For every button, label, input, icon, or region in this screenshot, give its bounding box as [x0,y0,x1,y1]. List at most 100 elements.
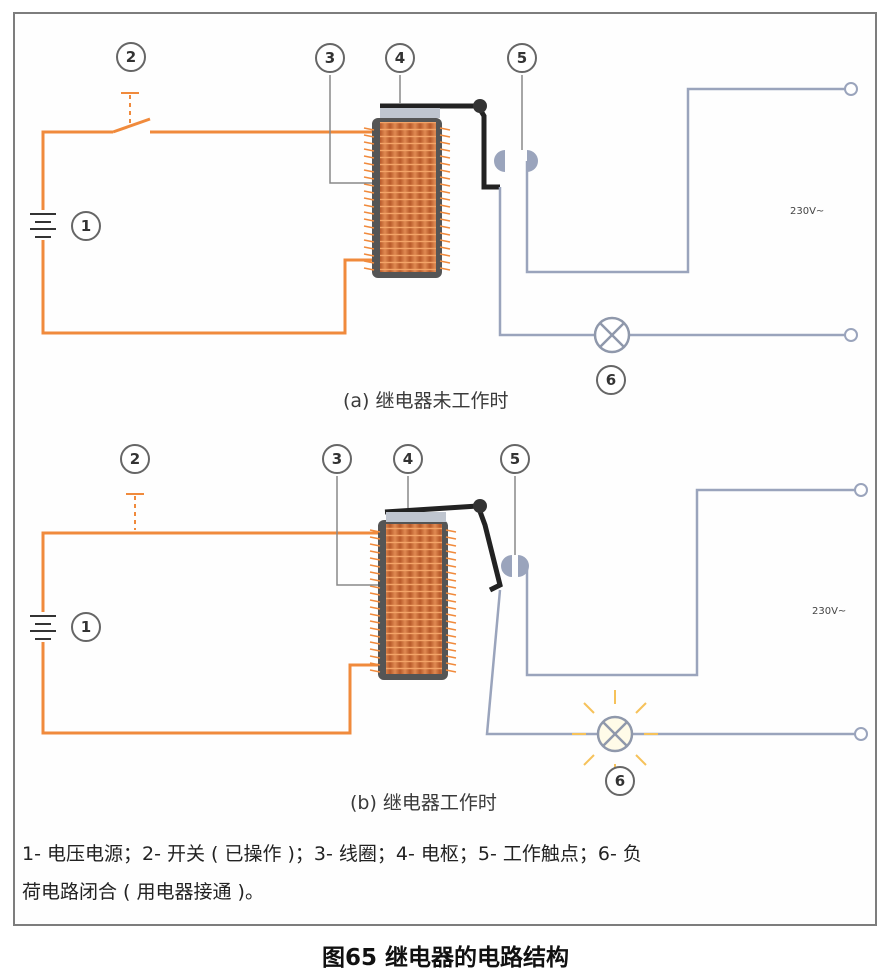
coil-turn [445,578,457,582]
svg-text:2: 2 [130,450,140,468]
marker-a-1: 1 [71,211,101,241]
svg-text:4: 4 [403,450,413,468]
coil-turn [363,127,375,131]
coil-turn [445,564,457,568]
coil-turn [445,648,457,652]
coil-turn [445,585,457,589]
coil-turn [439,239,451,243]
coil-turn [445,599,457,603]
switch-open-a [112,117,151,134]
svg-text:3: 3 [325,49,335,67]
coil-turn [363,148,375,152]
coil-turn [363,267,375,271]
coil-turn [445,529,457,533]
svg-text:1: 1 [81,618,91,636]
coil-turn [363,211,375,215]
marker-a-2: 2 [116,42,146,72]
coil-turn [439,127,451,131]
coil-turn [445,571,457,575]
load-circuit-a [498,87,845,337]
legend-line-1: 1- 电压电源；2- 开关 ( 已操作 )；3- 线圈；4- 电枢；5- 工作触… [22,843,642,865]
coil-turn [445,606,457,610]
coil-turn [445,536,457,540]
coil-turn [369,599,381,603]
caption-panel-a: (a) 继电器未工作时 [343,390,509,412]
marker-b-6: 6 [605,766,635,796]
coil-turn [369,662,381,666]
battery-a [30,213,56,238]
coil-turn [369,669,381,673]
lamp-b [596,715,634,753]
coil-turn [439,169,451,173]
coil-turn [369,585,381,589]
coil-turn [445,627,457,631]
coil-turn [363,183,375,187]
coil-turn [439,211,451,215]
voltage-label-a: 230V~ [790,206,824,217]
coil-turn [363,134,375,138]
contacts-a [494,150,538,172]
marker-a-4: 4 [385,43,415,73]
coil-turn [363,141,375,145]
coil-turn [363,218,375,222]
terminal-top-b [854,483,868,497]
coil-turn [369,613,381,617]
lamp-a [593,316,631,354]
coil-turn [439,246,451,250]
coil-turn [445,543,457,547]
coil-turn [363,232,375,236]
coil-turn [445,620,457,624]
caption-panel-b: (b) 继电器工作时 [350,792,497,814]
coil-turn [369,550,381,554]
coil-turn [445,613,457,617]
coil-turn [369,529,381,533]
coil-turn [439,253,451,257]
legend-line-2: 荷电路闭合 ( 用电器接通 )。 [22,881,264,903]
svg-text:6: 6 [615,772,625,790]
marker-b-4: 4 [393,444,423,474]
coil-turn [369,655,381,659]
voltage-label-b: 230V~ [812,606,846,617]
coil-turn [369,606,381,610]
coil-turn [445,655,457,659]
coil-turn [439,183,451,187]
coil-turn [369,543,381,547]
coil-turn [363,176,375,180]
legend: 1- 电压电源；2- 开关 ( 已操作 )；3- 线圈；4- 电枢；5- 工作触… [22,835,867,911]
marker-b-1: 1 [71,612,101,642]
battery-b [30,615,56,640]
coil-a [363,118,451,278]
coil-turn [369,648,381,652]
svg-text:1: 1 [81,217,91,235]
coil-turn [439,176,451,180]
coil-turn [363,169,375,173]
panel-a: 230V~ [30,75,858,354]
terminal-bottom-a [844,328,858,342]
coil-turn [445,550,457,554]
terminal-bottom-b [854,727,868,741]
armature-a [380,99,500,190]
coil-turn [363,197,375,201]
marker-a-3: 3 [315,43,345,73]
coil-turn [369,627,381,631]
marker-b-5: 5 [500,444,530,474]
coil-turn [439,197,451,201]
load-circuit-b [485,488,855,736]
coil-turn [439,218,451,222]
terminal-top-a [844,82,858,96]
coil-turn [369,557,381,561]
coil-turn [439,232,451,236]
coil-turn [445,634,457,638]
coil-turn [445,592,457,596]
figure-title: 图65 继电器的电路结构 [321,945,569,971]
marker-a-5: 5 [507,43,537,73]
coil-turn [363,155,375,159]
coil-turn [439,141,451,145]
coil-turn [445,557,457,561]
marker-b-2: 2 [120,444,150,474]
coil-turn [439,225,451,229]
coil-turn [445,662,457,666]
control-circuit-a [41,117,372,335]
coil-turn [369,592,381,596]
